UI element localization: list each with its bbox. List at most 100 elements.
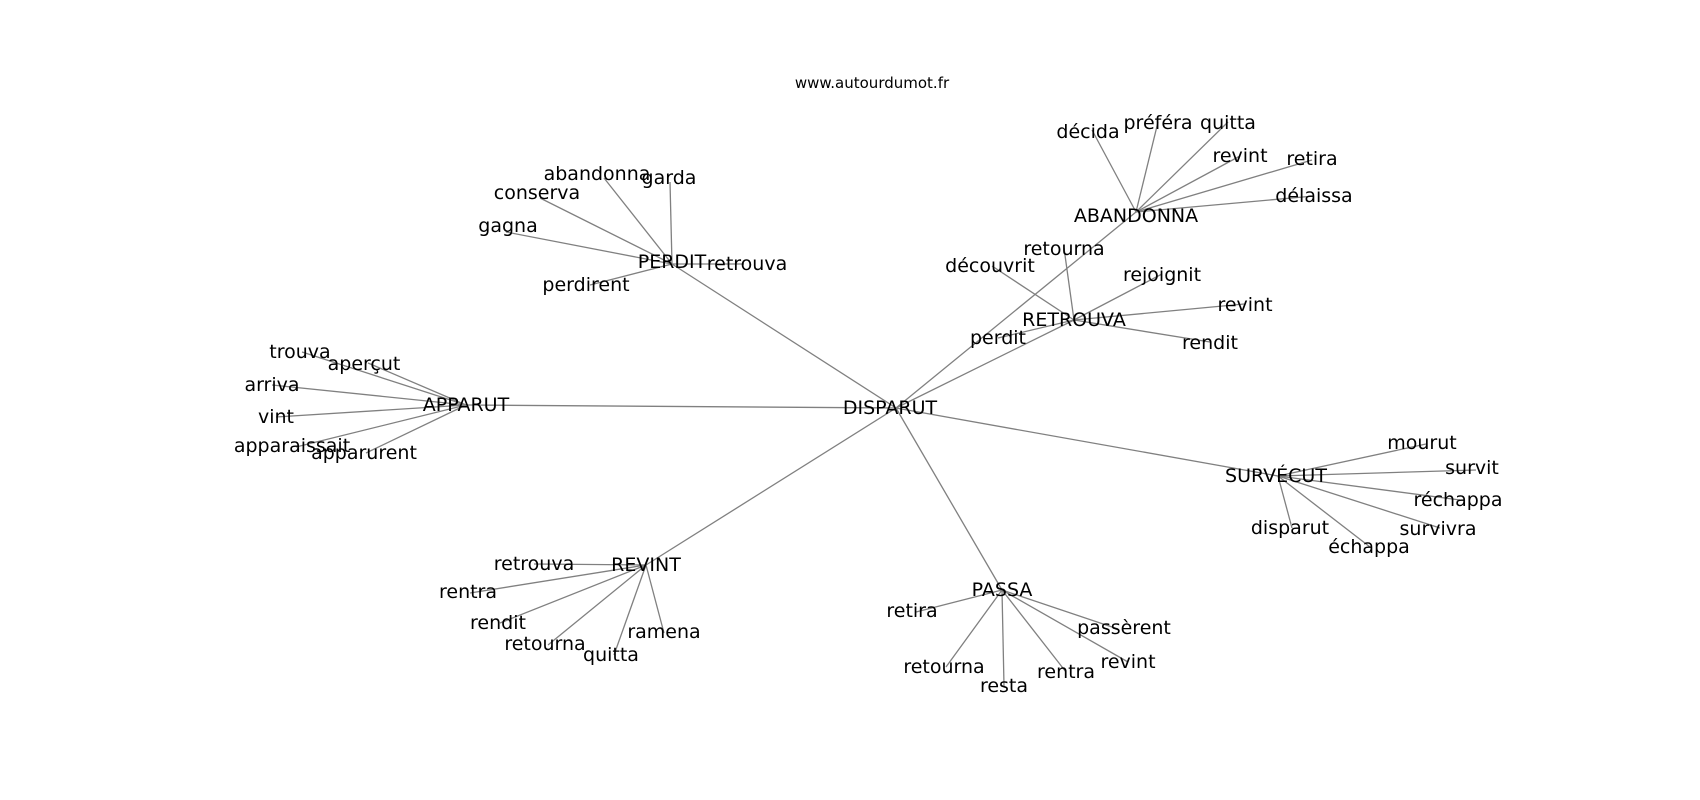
graph-edges: [271, 121, 1477, 687]
leaf-edge: [991, 265, 1075, 321]
leaf-edge: [1135, 159, 1313, 213]
leaf-node: abandonna: [544, 163, 651, 185]
leaf-edge: [1091, 129, 1137, 213]
leaf-node: rendit: [1182, 332, 1238, 354]
leaf-node: retira: [886, 600, 937, 622]
hub-edge: [671, 263, 897, 409]
leaf-edge: [603, 177, 673, 265]
leaf-node: revint: [1217, 294, 1272, 316]
leaf-node: gagna: [478, 215, 537, 237]
leaf-node: resta: [980, 675, 1028, 697]
leaf-edge: [645, 564, 665, 634]
leaf-edge: [1277, 443, 1427, 477]
leaf-edge: [1135, 155, 1241, 213]
leaf-node: perdirent: [542, 274, 629, 296]
leaf-edge: [945, 589, 1003, 668]
hub-edge: [895, 319, 1075, 409]
leaf-node: retira: [1286, 148, 1337, 170]
leaf-node: mourut: [1387, 432, 1456, 454]
leaf-edge: [1135, 195, 1315, 213]
leaf-edge: [1073, 273, 1163, 321]
leaf-node: revint: [1212, 145, 1267, 167]
hub-node: PASSA: [972, 579, 1033, 601]
leaf-node: passèrent: [1077, 617, 1171, 639]
leaf-node: échappa: [1328, 536, 1410, 558]
hub-node: RETROUVA: [1022, 309, 1126, 331]
leaf-edge: [1063, 247, 1075, 321]
leaf-edge: [469, 564, 647, 594]
leaf-edge: [1073, 303, 1245, 321]
leaf-node: préféra: [1124, 112, 1193, 134]
leaf-edge: [669, 181, 673, 265]
leaf-node: disparut: [1251, 517, 1329, 539]
graph-labels: DISPARUTPERDITabandonnagardaconservagagn…: [234, 112, 1503, 697]
leaf-node: aperçut: [328, 353, 401, 375]
leaf-node: survit: [1445, 457, 1499, 479]
leaf-edge: [613, 564, 647, 656]
leaf-node: décida: [1056, 121, 1119, 143]
hub-node: PERDIT: [638, 251, 707, 273]
leaf-edge: [301, 351, 467, 406]
leaf-edge: [367, 362, 467, 406]
leaf-node: retourna: [1023, 238, 1104, 260]
leaf-node: survivra: [1400, 518, 1477, 540]
leaf-edge: [1277, 475, 1293, 529]
leaf-edge: [533, 563, 647, 566]
leaf-node: rendit: [470, 612, 526, 634]
leaf-node: apparurent: [311, 442, 417, 464]
leaf-edge: [271, 384, 467, 406]
leaf-edge: [499, 564, 647, 624]
leaf-edge: [1277, 475, 1461, 501]
leaf-edge: [275, 404, 467, 418]
hub-edge: [895, 211, 1137, 409]
site-url: www.autourdumot.fr: [795, 74, 950, 92]
leaf-node: revint: [1100, 651, 1155, 673]
leaf-edge: [915, 589, 1003, 613]
leaf-node: ramena: [627, 621, 700, 643]
hub-node: ABANDONNA: [1074, 205, 1198, 227]
leaf-edge: [1277, 475, 1441, 529]
leaf-edge: [589, 263, 673, 286]
hub-node: APPARUT: [423, 394, 510, 416]
leaf-node: apparaissait: [234, 435, 350, 457]
leaf-node: conserva: [494, 182, 580, 204]
leaf-node: réchappa: [1414, 489, 1503, 511]
leaf-node: perdit: [970, 327, 1026, 349]
hub-edge: [895, 407, 1279, 477]
leaf-node: délaissa: [1275, 185, 1352, 207]
hub-node: SURVÉCUT: [1225, 464, 1327, 487]
leaf-node: retrouva: [494, 553, 574, 575]
leaf-node: garda: [642, 167, 697, 189]
hub-edge: [895, 407, 1003, 591]
hub-edge: [465, 404, 897, 409]
leaf-edge: [1135, 121, 1159, 213]
leaf-edge: [295, 404, 467, 448]
leaf-edge: [505, 231, 673, 265]
leaf-node: arriva: [244, 374, 299, 396]
leaf-node: vint: [258, 406, 294, 428]
leaf-node: retourna: [903, 656, 984, 678]
leaf-node: retrouva: [707, 253, 787, 275]
leaf-edge: [1073, 319, 1211, 343]
leaf-edge: [997, 319, 1075, 339]
leaf-node: trouva: [269, 341, 330, 363]
leaf-edge: [547, 564, 647, 646]
leaf-node: rentra: [439, 581, 497, 603]
leaf-node: rentra: [1037, 661, 1095, 683]
leaf-edge: [1135, 121, 1229, 213]
leaf-node: quitta: [1200, 112, 1256, 134]
leaf-node: rejoignit: [1123, 264, 1201, 286]
leaf-edge: [1001, 589, 1005, 687]
leaf-edge: [1001, 589, 1119, 630]
leaf-node: découvrit: [945, 255, 1035, 277]
leaf-edge: [1277, 469, 1477, 477]
leaf-edge: [1277, 475, 1371, 548]
leaf-node: quitta: [583, 644, 639, 666]
leaf-node: retourna: [504, 633, 585, 655]
leaf-edge: [1001, 589, 1067, 673]
hub-edge: [645, 407, 897, 566]
leaf-edge: [1001, 589, 1129, 663]
leaf-edge: [365, 404, 467, 454]
hub-node: REVINT: [611, 554, 681, 576]
